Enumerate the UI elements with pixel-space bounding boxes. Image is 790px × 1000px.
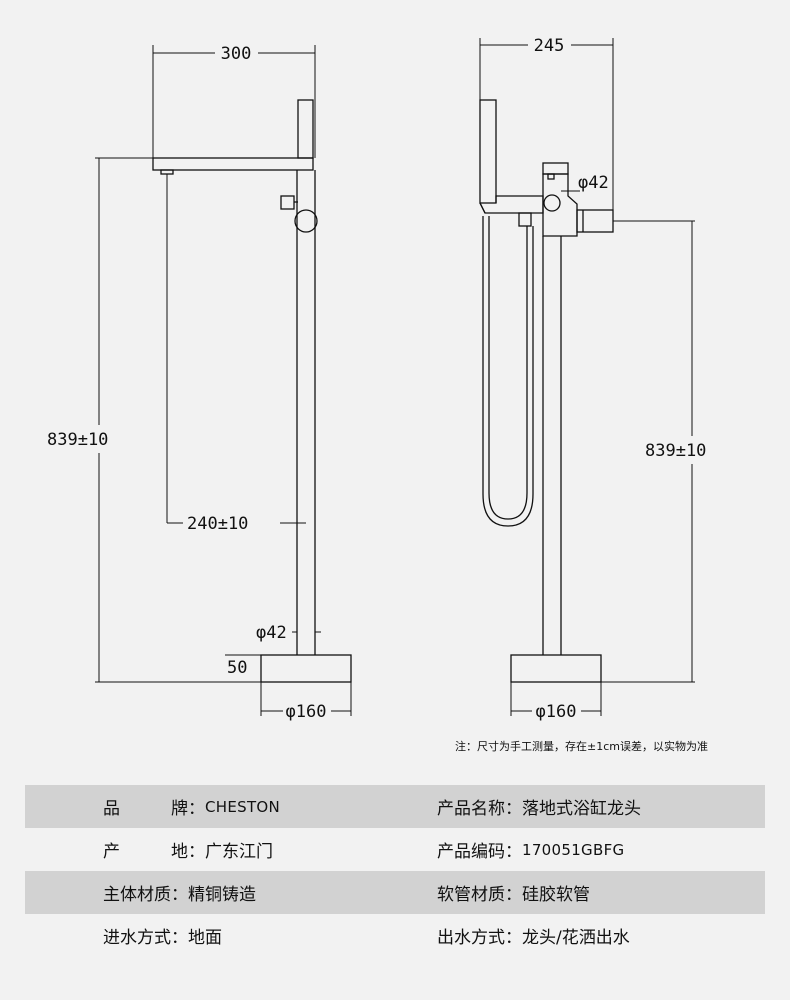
spec-cell-product-code: 产品编码： 170051GBFG <box>355 837 625 863</box>
dim-base-diameter-right: φ160 <box>536 702 577 722</box>
spec-table: 品 牌： CHESTON 产品名称： 落地式浴缸龙头 产 地： 广东江门 产品编… <box>25 785 765 957</box>
spec-label: 软管材质： <box>437 885 522 905</box>
dim-right-height: 839±10 <box>645 441 706 461</box>
spec-label: 产品名称： <box>437 799 522 819</box>
side-view-dimension-lines <box>479 38 695 716</box>
dim-pipe-diameter-left: φ42 <box>256 623 287 643</box>
spec-row: 进水方式： 地面 出水方式： 龙头/花洒出水 <box>25 914 765 957</box>
dim-right-width: 245 <box>534 36 565 56</box>
spec-cell-product-name: 产品名称： 落地式浴缸龙头 <box>355 794 641 819</box>
spec-value-outlet: 龙头/花洒出水 <box>522 928 630 948</box>
spec-label: 产品编码： <box>437 842 522 862</box>
dim-base-diameter-left: φ160 <box>286 702 327 722</box>
dim-base-height: 50 <box>227 658 247 678</box>
spec-label-part: 品 <box>103 799 120 819</box>
spec-cell-body-material: 主体材质： 精铜铸造 <box>25 880 355 905</box>
spec-value-body-material: 精铜铸造 <box>188 885 256 905</box>
spec-value-product-name: 落地式浴缸龙头 <box>522 799 641 819</box>
measurement-note: 注：尺寸为手工测量，存在±1cm误差，以实物为准 <box>455 740 708 753</box>
spec-label: 主体材质： <box>103 885 188 905</box>
spec-cell-hose-material: 软管材质： 硅胶软管 <box>355 880 590 905</box>
spec-value-product-code: 170051GBFG <box>522 840 625 859</box>
spec-row: 产 地： 广东江门 产品编码： 170051GBFG <box>25 828 765 871</box>
spec-value-inlet: 地面 <box>188 928 222 948</box>
faucet-technical-drawing: 300 839±10 240±10 φ42 50 φ160 245 φ42 83… <box>47 36 706 722</box>
spec-cell-origin: 产 地： 广东江门 <box>25 837 355 862</box>
spec-label: 出水方式： <box>437 928 522 948</box>
spec-cell-outlet: 出水方式： 龙头/花洒出水 <box>355 923 630 948</box>
spec-label: 品 牌： <box>103 794 205 819</box>
spec-label-part: 牌： <box>171 799 205 819</box>
spec-row: 主体材质： 精铜铸造 软管材质： 硅胶软管 <box>25 871 765 914</box>
spec-label: 进水方式： <box>103 928 188 948</box>
dim-left-width: 300 <box>221 44 252 64</box>
spec-label-part: 地： <box>171 842 205 862</box>
spec-label: 产 地： <box>103 837 205 862</box>
spec-cell-inlet: 进水方式： 地面 <box>25 923 355 948</box>
spec-row: 品 牌： CHESTON 产品名称： 落地式浴缸龙头 <box>25 785 765 828</box>
side-view-faucet <box>479 99 614 683</box>
spec-value-hose-material: 硅胶软管 <box>522 885 590 905</box>
spec-label-part: 产 <box>103 842 120 862</box>
dim-left-height: 839±10 <box>47 430 108 450</box>
dim-spout-height: 240±10 <box>187 514 248 534</box>
spec-value-origin: 广东江门 <box>205 842 273 862</box>
spec-value-brand: CHESTON <box>205 797 281 816</box>
front-view-faucet <box>152 99 352 683</box>
spec-cell-brand: 品 牌： CHESTON <box>25 794 355 820</box>
front-view-dimension-lines <box>95 45 352 716</box>
dim-pipe-diameter-right: φ42 <box>578 173 609 193</box>
